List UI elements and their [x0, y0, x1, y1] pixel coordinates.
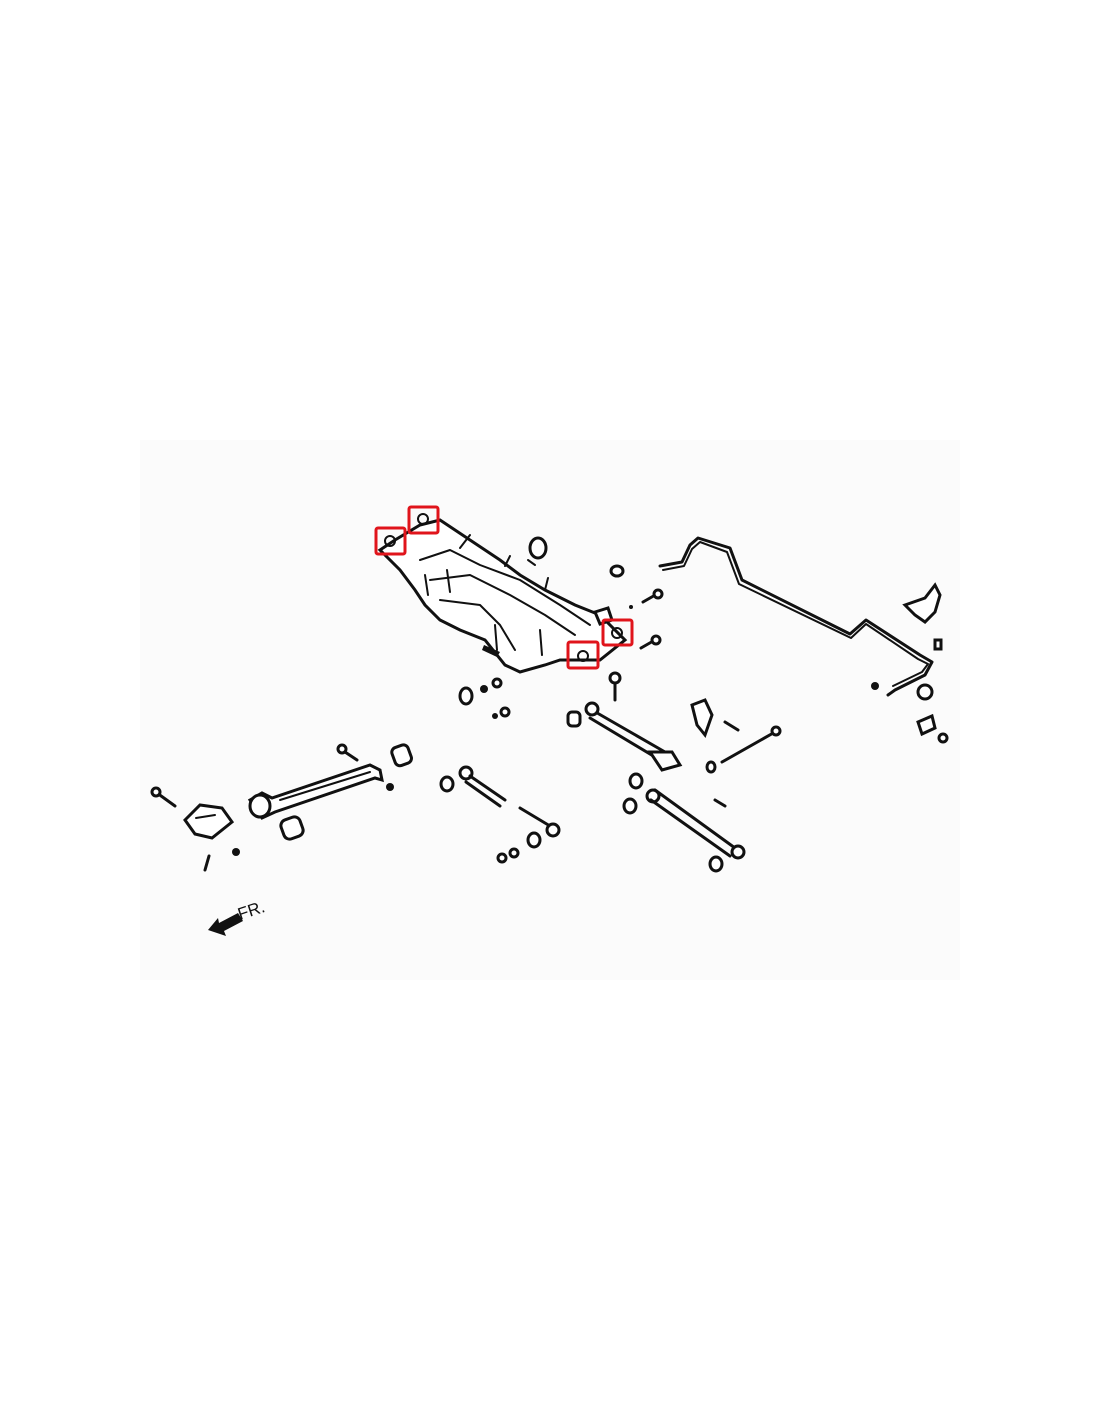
highlighted-subframe-bushings [374, 505, 634, 670]
stabilizer-bar [658, 536, 949, 744]
toe-link [439, 765, 561, 864]
highlight-box-front-left [374, 526, 407, 556]
front-arrow-icon [208, 913, 243, 936]
rear-subframe [377, 513, 628, 674]
lateral-link-lower [622, 772, 746, 873]
highlight-box-rear-right [601, 618, 634, 647]
highlight-box-rear-left [566, 640, 600, 670]
trailing-arm-bracket [150, 786, 240, 872]
subframe-hardware [458, 564, 664, 719]
highlight-box-front-right [407, 505, 440, 535]
lateral-link-upper [566, 698, 782, 774]
diagram-background [140, 440, 960, 980]
trailing-arm [247, 743, 413, 841]
